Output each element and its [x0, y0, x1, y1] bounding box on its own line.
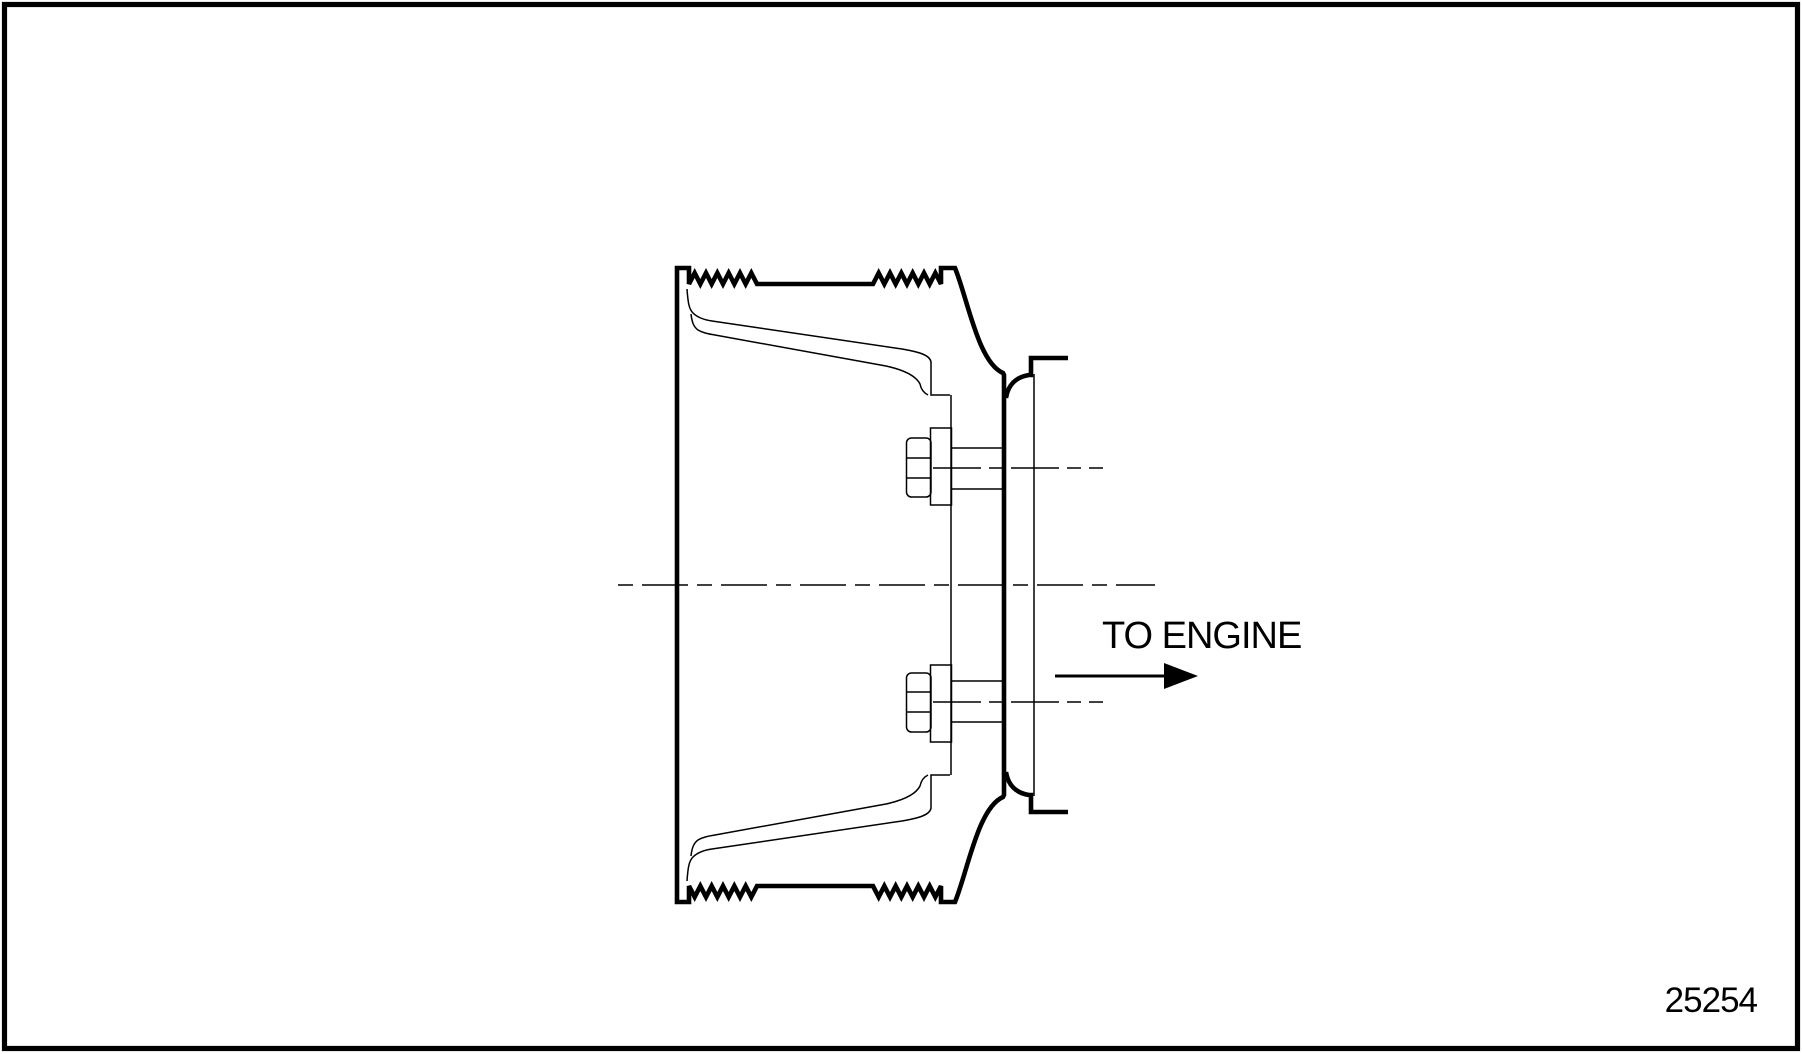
- bolt-washer: [929, 427, 953, 506]
- hub-fillet-top: [1003, 355, 1068, 399]
- bolt-washer: [929, 664, 953, 743]
- bolt-head: [905, 672, 932, 733]
- mounting-bolt-top: [905, 427, 1103, 506]
- figure-number: 25254: [1665, 981, 1758, 1020]
- web-line-bottom-inner: [690, 774, 929, 857]
- mounting-bolt-bottom: [905, 664, 1103, 743]
- hub-fillet-bottom: [1003, 771, 1068, 815]
- web-line-top-inner: [690, 313, 929, 396]
- web-line-bottom-outer: [686, 774, 950, 882]
- web-line-top-outer: [686, 288, 950, 396]
- pulley-outer-contour: [674, 265, 1007, 905]
- arrow-head-icon: [1164, 663, 1198, 689]
- to-engine-callout: TO ENGINE: [1055, 615, 1302, 689]
- bolt-head: [905, 437, 932, 498]
- to-engine-label: TO ENGINE: [1102, 615, 1301, 657]
